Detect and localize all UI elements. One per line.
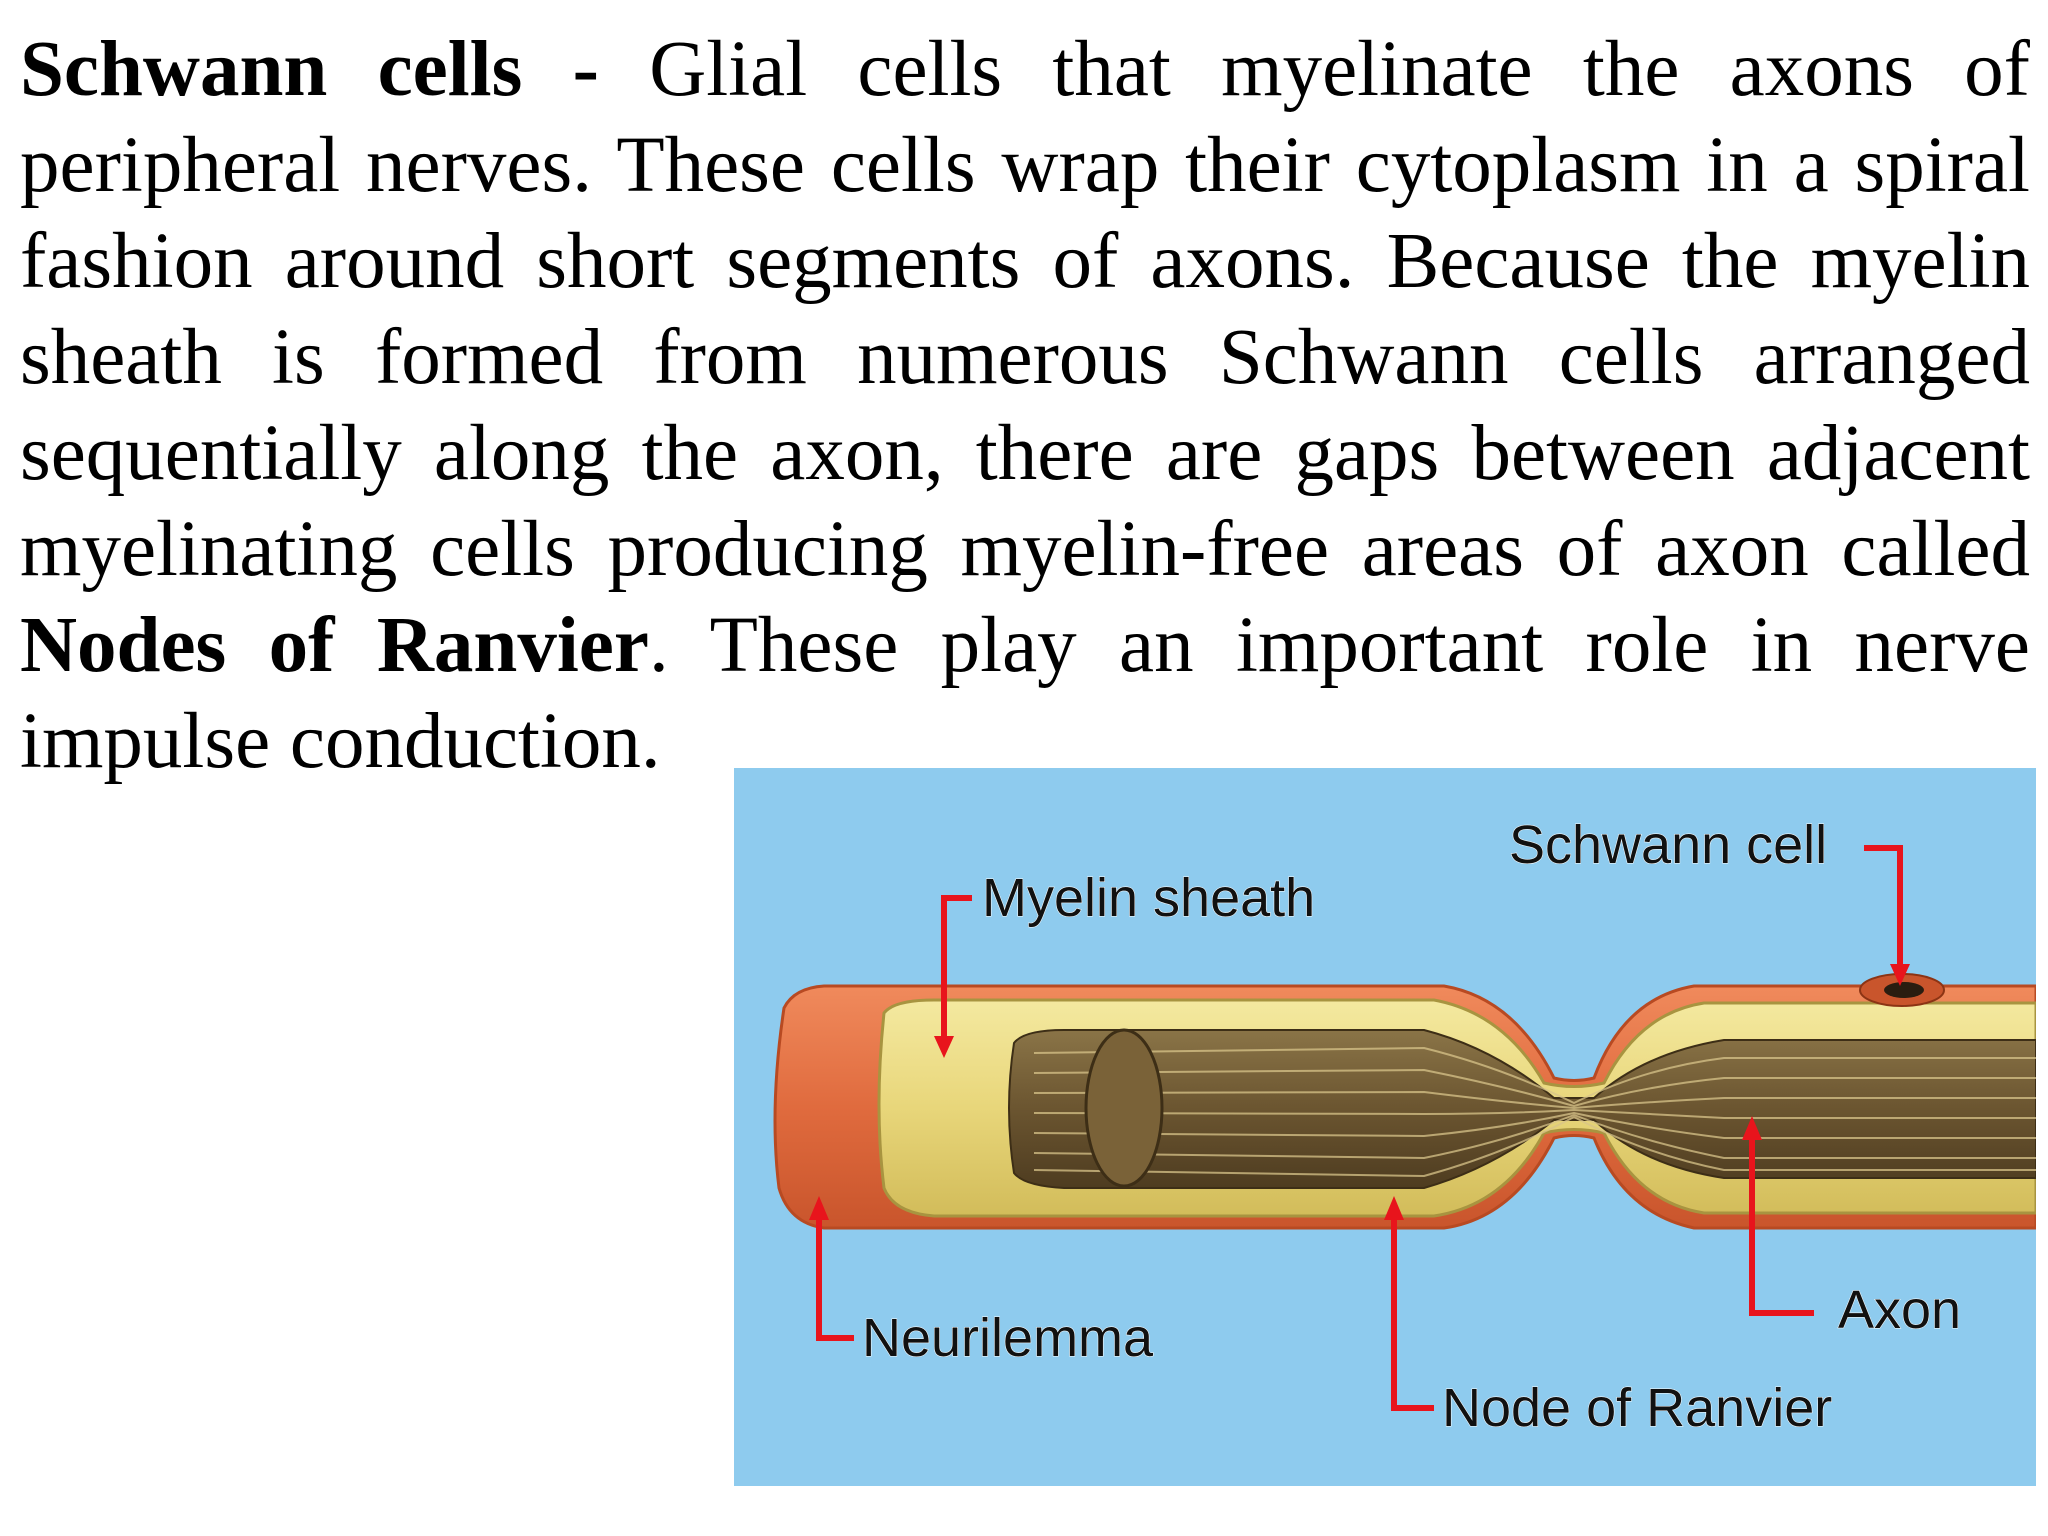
pointer-axon xyxy=(1749,1128,1814,1316)
description-part-1: Glial cells that myelinate the axons of … xyxy=(20,26,2030,593)
term-nodes-of-ranvier: Nodes of Ranvier xyxy=(20,602,649,689)
term-schwann-cells: Schwann cells - xyxy=(20,26,599,113)
axon-cut-end xyxy=(1084,1028,1164,1188)
pointer-schwann-cell xyxy=(1864,845,1903,970)
label-schwann-cell: Schwann cell xyxy=(1509,815,1827,875)
nerve-fiber-diagram: Myelin sheath Schwann cell Neurilemma No… xyxy=(734,768,2036,1486)
pointer-neurilemma xyxy=(816,1208,854,1341)
pointer-myelin-sheath xyxy=(941,895,972,1046)
label-myelin-sheath: Myelin sheath xyxy=(982,868,1315,928)
nerve-fiber-illustration: Myelin sheath Schwann cell Neurilemma No… xyxy=(773,815,2036,1439)
label-axon: Axon xyxy=(1838,1280,1961,1340)
label-neurilemma: Neurilemma xyxy=(862,1308,1154,1368)
description-part-2: . These play an important role in nerve … xyxy=(20,602,2030,785)
pointer-arrowheads xyxy=(809,964,1910,1220)
axon-fiber-lines xyxy=(1033,1046,2036,1178)
label-node-of-ranvier: Node of Ranvier xyxy=(1442,1378,1832,1438)
description-paragraph: Schwann cells - Glial cells that myelina… xyxy=(20,22,2030,790)
axon-bundle xyxy=(1008,1029,2036,1189)
label-pointers xyxy=(816,845,1903,1411)
pointer-node-of-ranvier xyxy=(1391,1208,1434,1411)
